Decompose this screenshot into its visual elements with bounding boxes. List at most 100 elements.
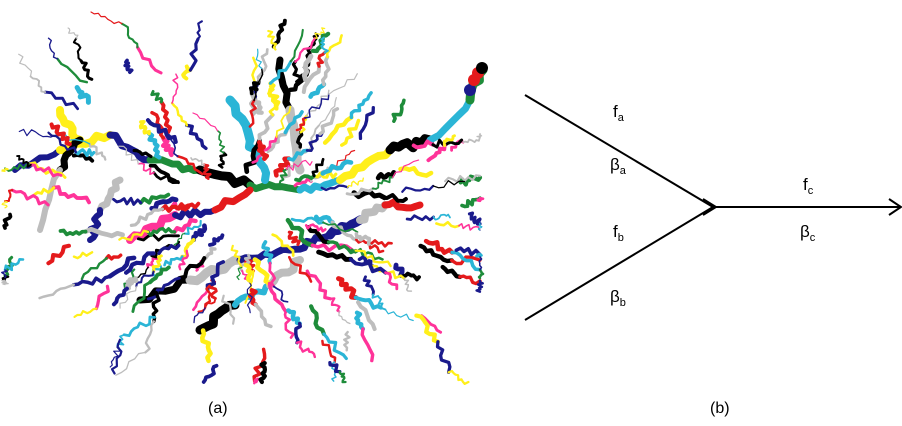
river-segment	[271, 233, 295, 257]
river-segment	[313, 214, 335, 225]
river-segment	[123, 58, 134, 75]
river-segment	[126, 211, 179, 244]
river-segment	[211, 186, 254, 214]
river-segment	[320, 184, 349, 192]
river-segment	[197, 297, 217, 313]
river-segment	[476, 196, 485, 203]
river-segment	[309, 304, 326, 337]
river-segment	[295, 116, 307, 132]
river-segment	[58, 228, 88, 237]
river-segment	[266, 129, 289, 154]
river-segment	[286, 148, 309, 162]
branch-b-edge	[524, 206, 714, 321]
river-segment	[152, 171, 180, 185]
river-segment	[267, 84, 277, 117]
river-segment	[322, 221, 359, 233]
river-segment	[123, 251, 156, 275]
river-segment	[38, 283, 75, 300]
river-segment	[205, 260, 226, 293]
river-segment	[356, 201, 389, 224]
river-segment	[120, 22, 139, 49]
river-segment	[202, 163, 212, 180]
river-segment	[304, 124, 320, 153]
river-segment	[236, 266, 243, 281]
river-segment	[467, 211, 482, 226]
river-segment	[268, 261, 277, 288]
river-segment	[80, 256, 108, 281]
river-segment	[56, 57, 89, 84]
river-segment	[118, 145, 139, 165]
river-segment	[261, 240, 274, 265]
river-segment	[447, 369, 470, 386]
river-segment	[149, 196, 179, 212]
river-segment	[1, 269, 8, 279]
river-segment	[191, 223, 208, 243]
river-segment	[135, 270, 155, 288]
river-segment	[72, 251, 94, 260]
river-segment	[371, 176, 394, 190]
river-segment	[330, 220, 359, 242]
river-segment	[304, 93, 330, 119]
river-segment	[348, 257, 388, 275]
river-segment	[221, 294, 236, 325]
river-segment	[195, 300, 240, 335]
river-segment	[301, 53, 314, 83]
river-segment	[382, 193, 408, 203]
river-segment	[243, 262, 253, 284]
river-segment	[257, 113, 275, 143]
river-segment	[247, 288, 258, 307]
river-segment	[325, 34, 343, 59]
river-segment	[267, 281, 288, 314]
river-segment	[71, 153, 95, 163]
river-segment	[371, 293, 387, 311]
river-segment	[172, 217, 198, 235]
river-segment	[306, 89, 330, 117]
river-segment	[283, 110, 304, 135]
river-segment	[296, 130, 304, 149]
river-segment	[391, 98, 406, 123]
river-segment	[305, 269, 333, 301]
river-segment	[318, 107, 340, 136]
river-segment	[118, 229, 150, 242]
river-segment	[90, 11, 123, 25]
river-segment	[316, 249, 354, 262]
river-segment	[290, 216, 325, 225]
river-segment	[33, 186, 56, 196]
river-segment	[146, 276, 181, 301]
river-segment	[157, 243, 181, 256]
river-segment	[275, 56, 294, 114]
river-segment	[67, 27, 79, 40]
river-segment	[195, 165, 255, 190]
river-segment	[423, 238, 455, 255]
river-segment	[271, 18, 287, 49]
river-segment	[251, 135, 278, 164]
river-segment	[148, 265, 171, 285]
river-segment	[171, 73, 179, 104]
river-segment	[181, 64, 193, 81]
river-segment	[246, 281, 253, 314]
river-segment	[132, 148, 153, 159]
river-segment	[104, 253, 123, 261]
junction-diagram-panel: fa βa fb βb fc βc	[524, 94, 902, 321]
river-segment	[138, 192, 171, 205]
river-segment	[475, 279, 484, 293]
river-segment	[16, 154, 32, 168]
river-segment	[203, 284, 212, 310]
river-segment	[18, 128, 56, 138]
river-segment	[295, 340, 317, 359]
river-segment	[188, 37, 200, 72]
river-segment	[119, 285, 137, 309]
river-segment	[329, 297, 341, 313]
river-segment	[370, 239, 393, 248]
river-segment	[294, 173, 316, 183]
river-segment	[312, 169, 338, 179]
river-segment	[185, 123, 208, 151]
river-segment	[462, 136, 481, 144]
river-segment	[435, 220, 461, 229]
river-segment	[145, 118, 178, 144]
river-segment	[253, 67, 264, 102]
river-segment	[72, 37, 83, 62]
river-segment	[326, 240, 358, 255]
river-segment	[286, 308, 302, 326]
river-segment	[477, 268, 485, 280]
